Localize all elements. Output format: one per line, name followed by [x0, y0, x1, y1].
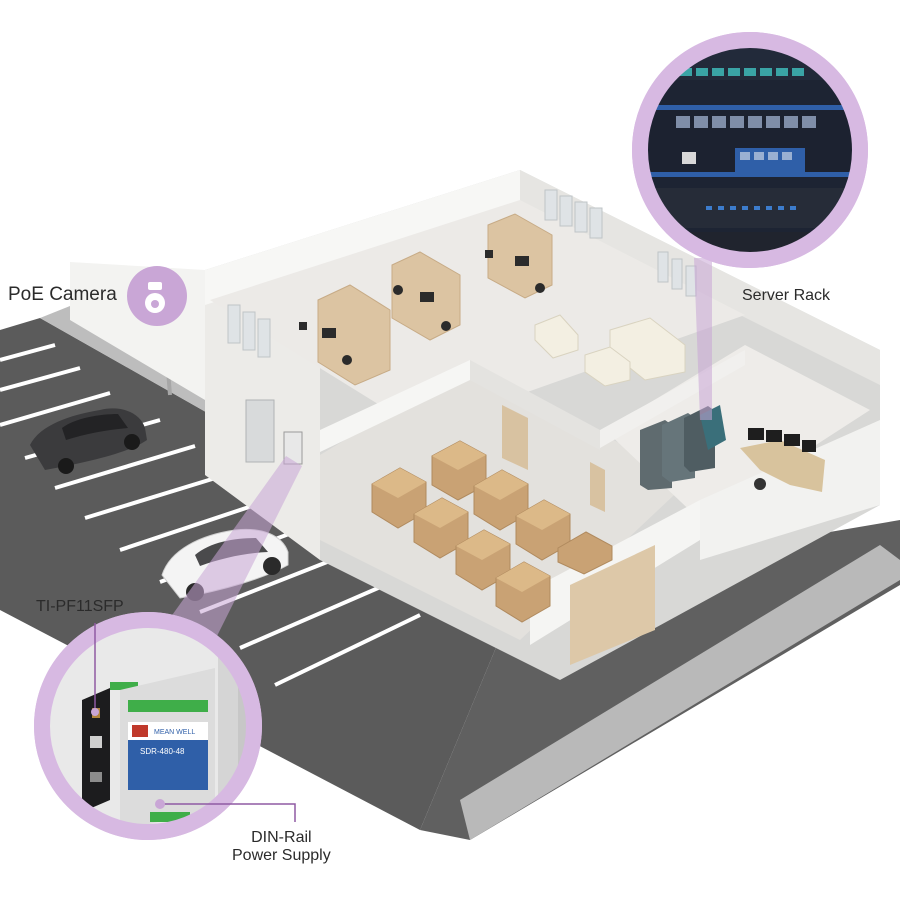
server-racks	[640, 405, 726, 490]
warehouse-boxes	[371, 440, 613, 623]
power-supply-label-line2: Power Supply	[232, 847, 331, 864]
power-supply-model: SDR-480-48	[140, 747, 185, 756]
poe-camera-callout	[127, 266, 187, 326]
control-desk	[740, 428, 825, 492]
switch-marker	[91, 708, 99, 716]
psu-marker	[155, 799, 165, 809]
server-rack-callout	[632, 32, 868, 268]
din-rail-power-supply: MEAN WELL SDR-480-48	[120, 668, 215, 830]
power-supply-brand: MEAN WELL	[154, 729, 195, 736]
poe-camera-label: PoE Camera	[8, 284, 117, 305]
din-rail-callout: MEAN WELL SDR-480-48	[34, 612, 262, 840]
dark-car	[30, 408, 147, 474]
power-supply-label: DIN-Rail Power Supply	[232, 829, 331, 865]
ti-pf11sfp-switch	[82, 682, 138, 812]
office-cubicles	[299, 213, 553, 386]
poe-camera-icon	[145, 282, 165, 313]
server-rack-label: Server Rack	[742, 287, 831, 304]
lounge-furniture	[534, 314, 686, 387]
switch-model-label: TI-PF11SFP	[36, 598, 124, 615]
power-supply-label-line1: DIN-Rail	[251, 829, 312, 846]
